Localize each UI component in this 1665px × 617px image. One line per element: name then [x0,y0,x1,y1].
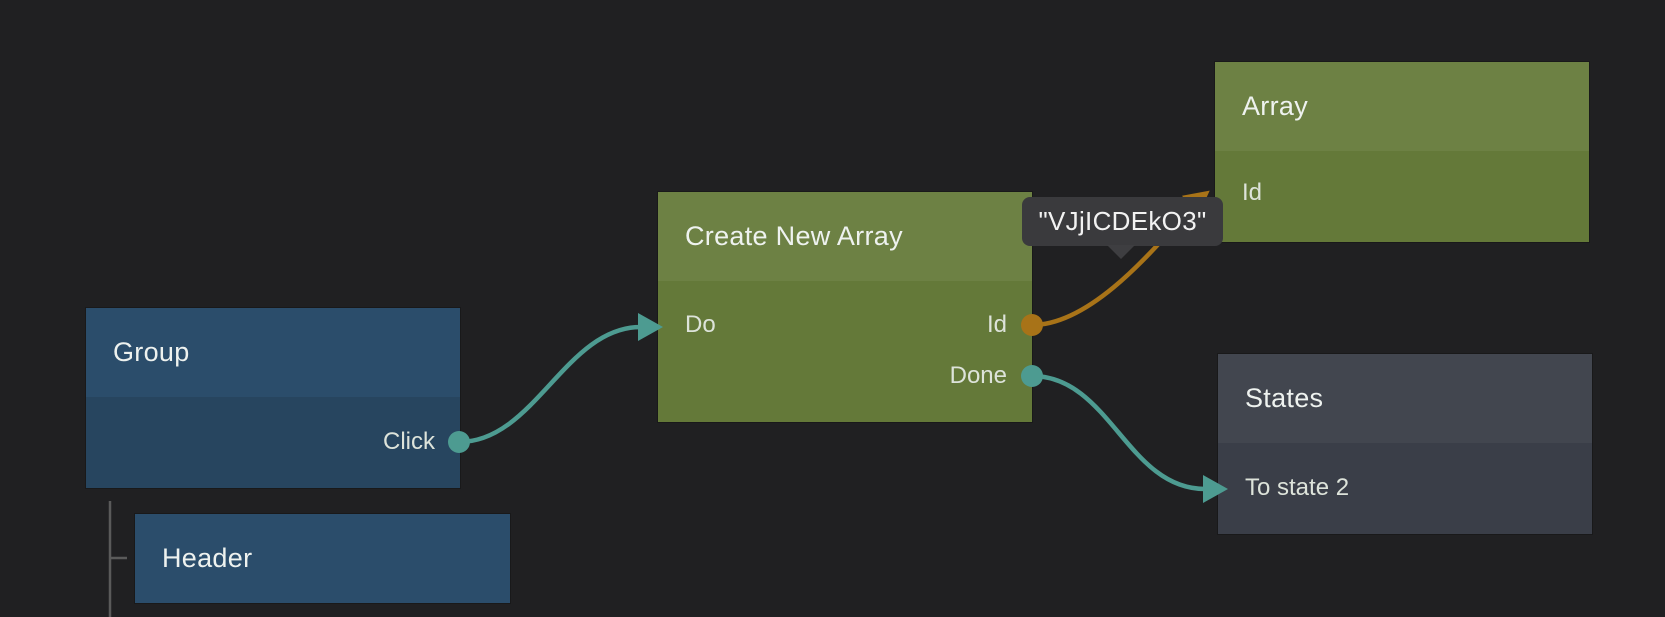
node-create-new-array-body: Do Id Done [658,281,1032,422]
node-array-header[interactable]: Array [1215,62,1589,151]
node-states[interactable]: States To state 2 [1218,354,1592,534]
node-array-body: Id [1215,151,1589,242]
node-group-header[interactable]: Group [86,308,460,397]
connection-click-to-do[interactable] [456,324,644,445]
node-group-body: Click [86,397,460,488]
port-done-output[interactable]: Done [949,362,1007,389]
node-states-body: To state 2 [1218,443,1592,534]
node-create-new-array-title: Create New Array [685,221,903,251]
node-array-title: Array [1242,91,1309,121]
port-to-state-2-input[interactable]: To state 2 [1245,474,1350,501]
connection-value-tooltip: "VJjICDEkO3" [1022,197,1223,259]
node-array[interactable]: Array Id [1215,62,1589,242]
port-do-input[interactable]: Do [685,311,716,338]
node-create-new-array-header[interactable]: Create New Array [658,192,1032,281]
node-create-new-array[interactable]: Create New Array Do Id Done [658,192,1032,422]
node-states-title: States [1245,383,1324,413]
port-click-output[interactable]: Click [383,428,435,455]
node-group-title: Group [113,337,190,367]
node-group[interactable]: Group Click [86,308,460,488]
node-header-title: Header [162,543,253,573]
node-header-header[interactable]: Header [135,514,510,603]
connection-done-to-state[interactable] [1029,373,1208,492]
node-header[interactable]: Header [135,514,510,603]
node-states-header[interactable]: States [1218,354,1592,443]
port-array-id-input[interactable]: Id [1242,179,1263,206]
connection-value-text: "VJjICDEkO3" [1038,206,1207,236]
tooltip-pointer-icon [1107,245,1135,259]
port-id-output[interactable]: Id [986,311,1007,338]
